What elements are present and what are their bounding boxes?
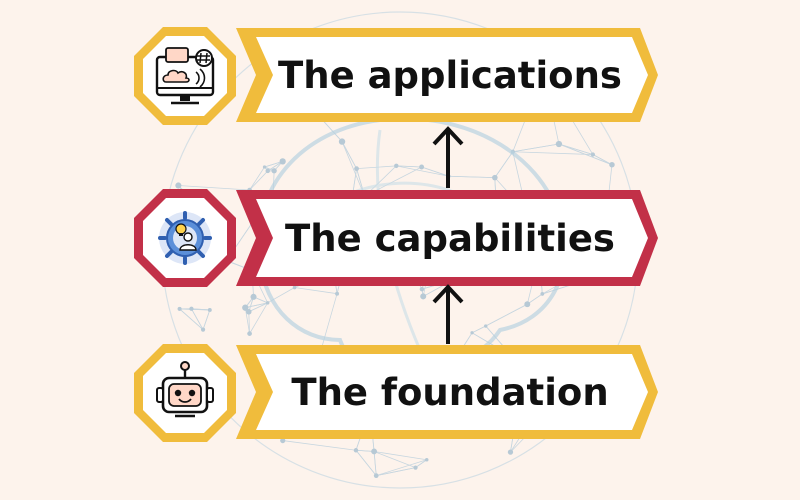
network-link <box>376 459 427 477</box>
network-link <box>448 175 495 179</box>
brain-outline <box>256 116 567 372</box>
network-link <box>267 287 295 304</box>
network-link <box>558 143 613 166</box>
network-node <box>419 286 425 292</box>
network-link <box>178 185 250 191</box>
network-link <box>294 287 338 295</box>
network-link <box>415 459 427 468</box>
network-link <box>512 151 593 155</box>
network-link <box>396 165 422 168</box>
network-node <box>373 473 379 479</box>
network-node <box>250 293 257 300</box>
network-link <box>494 151 514 178</box>
network-node <box>271 168 277 174</box>
network-node <box>265 168 270 174</box>
network-link <box>558 143 593 155</box>
network-node <box>609 161 615 168</box>
network-node <box>470 331 474 335</box>
network-node <box>247 331 252 336</box>
layer-label-applications: The applications <box>278 54 622 97</box>
network-node <box>510 149 515 154</box>
network-link <box>421 166 450 177</box>
network-link <box>373 451 377 476</box>
network-link <box>485 303 528 327</box>
network-link <box>282 440 357 451</box>
layer-label-capabilities: The capabilities <box>285 217 615 260</box>
network-link <box>179 308 204 330</box>
up-arrow-icon <box>432 284 464 344</box>
network-link <box>248 311 250 334</box>
network-link <box>374 451 427 461</box>
network-node <box>177 306 182 311</box>
network-node <box>189 306 194 311</box>
up-arrow-icon <box>432 126 464 188</box>
network-node <box>279 158 286 165</box>
network-node <box>555 140 563 148</box>
network-node <box>394 163 399 169</box>
network-node <box>265 301 270 305</box>
network-link <box>592 154 613 166</box>
network-node <box>207 307 212 312</box>
network-node <box>242 304 249 311</box>
network-link <box>355 449 375 452</box>
network-link <box>471 325 486 334</box>
network-node <box>540 292 545 296</box>
network-node <box>507 449 514 455</box>
gear-lightbulb-person-icon <box>134 189 236 287</box>
network-link <box>341 141 366 197</box>
layer-foundation: The foundation <box>134 344 658 442</box>
network-node <box>413 465 418 470</box>
network-node <box>420 293 427 300</box>
layer-capabilities: The capabilities <box>134 189 658 287</box>
network-link <box>376 467 416 477</box>
network-node <box>590 152 596 157</box>
network-node <box>353 448 359 453</box>
network-link <box>245 302 268 309</box>
network-link <box>341 141 357 169</box>
network-link <box>356 165 397 170</box>
network-link <box>512 143 559 153</box>
network-node <box>371 448 378 455</box>
network-link <box>202 309 211 330</box>
network-node <box>419 164 425 170</box>
network-node <box>492 174 498 181</box>
layer-label-foundation: The foundation <box>291 371 608 414</box>
network-link <box>355 450 377 476</box>
network-link <box>248 302 268 313</box>
network-link <box>249 170 269 191</box>
network-node <box>200 327 206 332</box>
network-node <box>338 138 346 145</box>
network-node <box>484 324 488 328</box>
network-node <box>292 285 297 290</box>
network-node <box>424 457 429 462</box>
network-link <box>527 293 543 305</box>
network-link <box>249 166 265 191</box>
network-node <box>354 166 359 172</box>
network-node <box>262 165 267 169</box>
network-link <box>249 302 269 334</box>
robot-head-icon <box>134 344 236 442</box>
network-node <box>524 301 531 308</box>
network-node <box>280 437 286 444</box>
network-node <box>175 182 182 189</box>
layer-applications: The applications <box>134 27 658 125</box>
network-link <box>396 165 450 177</box>
network-link <box>373 451 416 468</box>
network-link <box>191 308 204 330</box>
network-node <box>335 291 340 296</box>
network-link <box>179 308 210 311</box>
network-link <box>264 160 283 168</box>
computer-cloud-icon <box>134 27 236 125</box>
network-node <box>245 309 252 315</box>
